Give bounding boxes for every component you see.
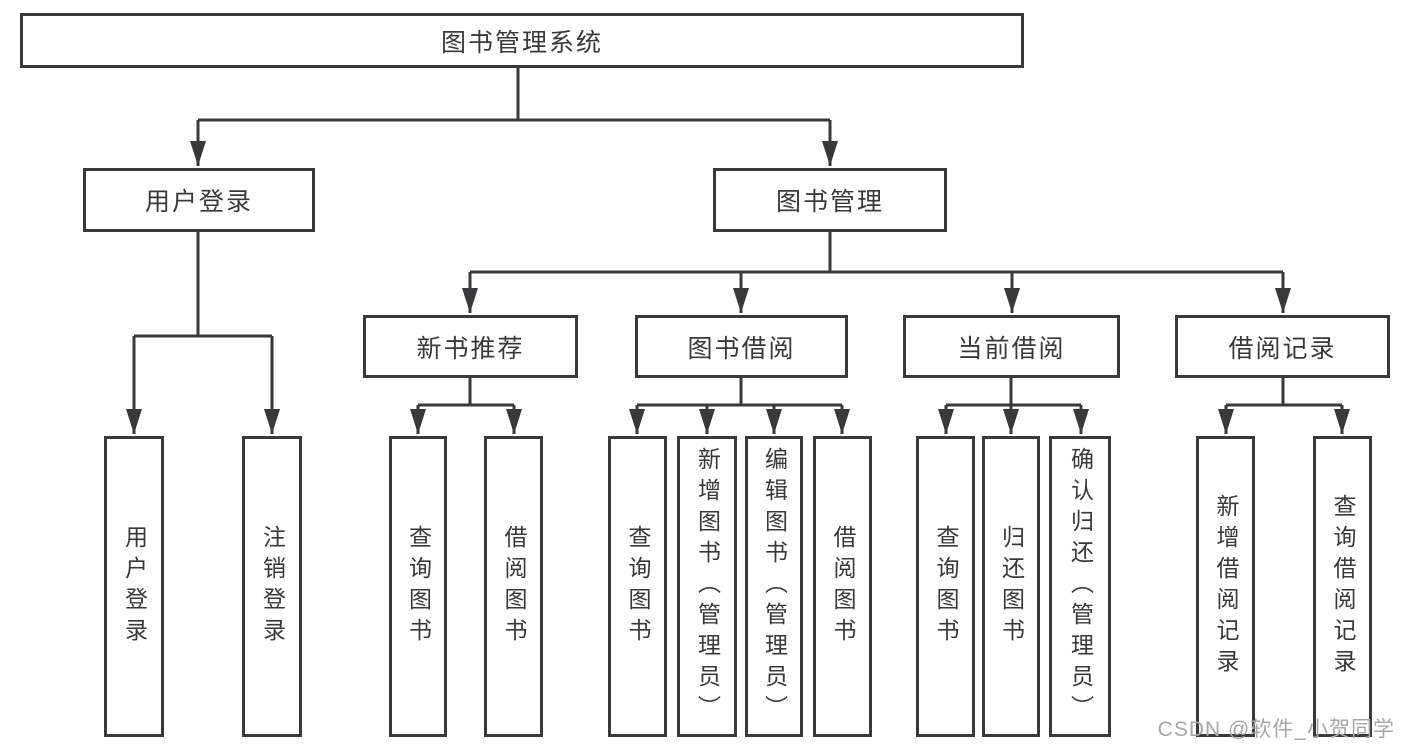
leaf-logout-login: 注销登录: [242, 436, 302, 737]
leaf-newbook-borrow-book: 借阅图书: [484, 436, 543, 737]
csdn-watermark: CSDN @软件_小贺同学: [1157, 718, 1395, 741]
leaf-current-confirm-return-admin: 确认归还（管理员）: [1049, 436, 1111, 737]
leaf-borrow-add-book-admin: 新增图书（管理员）: [677, 436, 737, 737]
leaf-borrow-borrow-book: 借阅图书: [813, 436, 872, 737]
node-book-borrow: 图书借阅: [635, 315, 848, 378]
node-borrow-record: 借阅记录: [1175, 315, 1390, 378]
node-root-system: 图书管理系统: [20, 13, 1024, 68]
leaf-record-add-borrow-record: 新增借阅记录: [1196, 436, 1255, 737]
node-new-book-recommend: 新书推荐: [363, 315, 578, 378]
leaf-newbook-query-book: 查询图书: [389, 436, 447, 737]
leaf-record-query-borrow-record: 查询借阅记录: [1313, 436, 1372, 737]
leaf-borrow-query-book: 查询图书: [608, 436, 667, 737]
node-book-management: 图书管理: [713, 168, 947, 232]
leaf-current-return-book: 归还图书: [982, 436, 1040, 737]
node-current-borrow: 当前借阅: [903, 315, 1120, 378]
leaf-current-query-book: 查询图书: [916, 436, 975, 737]
leaf-borrow-edit-book-admin: 编辑图书（管理员）: [745, 436, 803, 737]
node-user-login: 用户登录: [83, 168, 315, 232]
leaf-user-login: 用户登录: [104, 436, 164, 737]
